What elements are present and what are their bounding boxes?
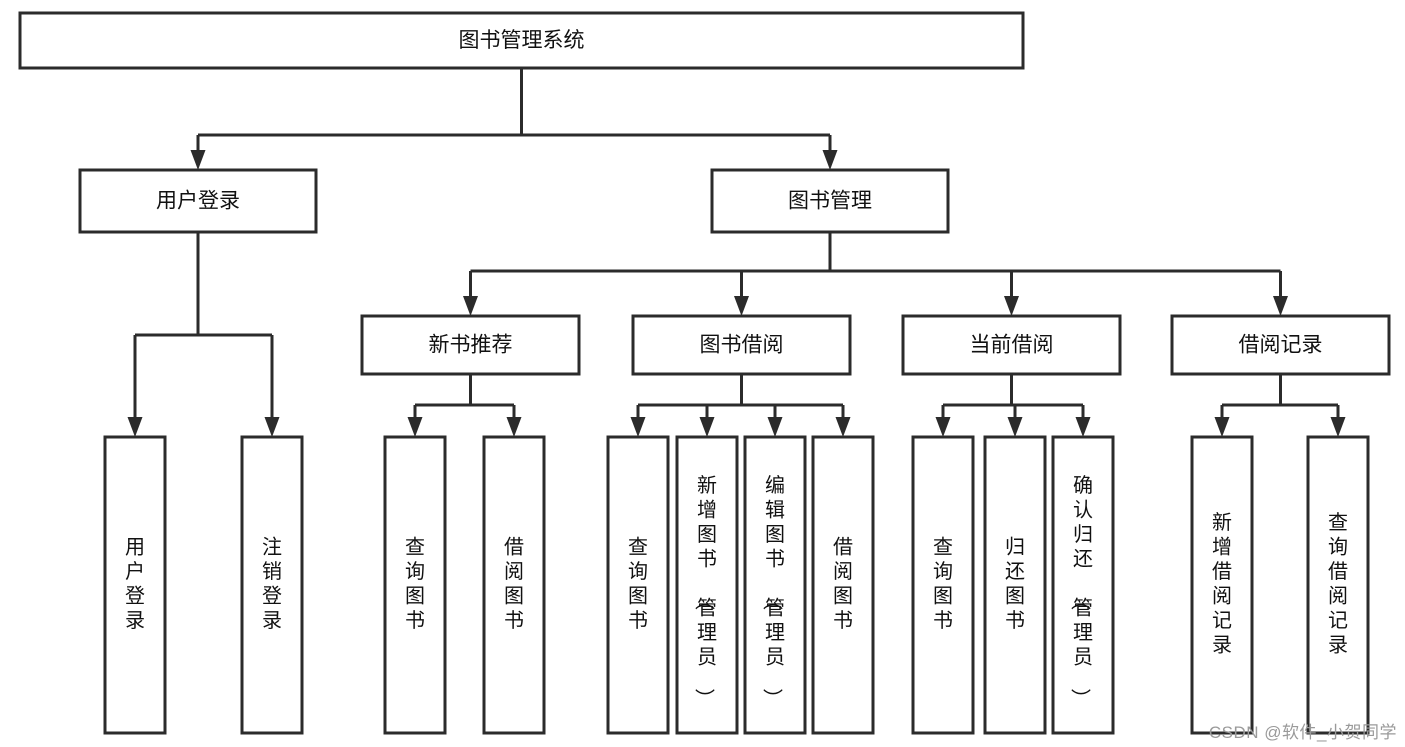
arrow-head-icon xyxy=(822,150,838,170)
node-label: 当前借阅 xyxy=(970,334,1054,357)
arrow-head-icon xyxy=(506,417,522,437)
node-leaf-borrow-add-book[interactable]: 新增图书（管理员） xyxy=(675,435,739,735)
node-user-login[interactable]: 用户登录 xyxy=(78,168,318,234)
node-box xyxy=(383,435,447,735)
node-current-borrow[interactable]: 当前借阅 xyxy=(901,314,1122,376)
node-borrow-record[interactable]: 借阅记录 xyxy=(1170,314,1391,376)
arrow-head-icon xyxy=(1004,296,1019,316)
arrow-head-icon xyxy=(127,417,143,437)
node-root[interactable]: 图书管理系统 xyxy=(18,11,1025,70)
node-label: 新增图书（管理员） xyxy=(692,474,717,708)
node-leaf-borrow-borrow-book[interactable]: 借阅图书 xyxy=(811,435,875,735)
node-label: 查询借阅记录 xyxy=(1328,511,1348,657)
arrow-head-icon xyxy=(407,417,423,437)
node-label: 归还图书 xyxy=(1005,536,1025,633)
arrow-head-icon xyxy=(699,417,715,437)
node-leaf-record-add[interactable]: 新增借阅记录 xyxy=(1190,435,1254,735)
node-label: 借阅图书 xyxy=(504,536,524,633)
node-label: 图书管理系统 xyxy=(459,29,585,52)
node-box xyxy=(1306,435,1370,735)
edge-group-book-manage xyxy=(463,232,1288,316)
node-label: 借阅记录 xyxy=(1239,334,1323,357)
node-book-borrow[interactable]: 图书借阅 xyxy=(631,314,852,376)
edge-group-borrow-record xyxy=(1214,374,1346,437)
node-box xyxy=(360,314,581,376)
node-box xyxy=(983,435,1047,735)
arrow-head-icon xyxy=(734,296,749,316)
arrow-head-icon xyxy=(767,417,783,437)
node-label: 用户登录 xyxy=(125,537,145,633)
node-leaf-borrow-query-book[interactable]: 查询图书 xyxy=(606,435,670,735)
nodes-layer: 图书管理系统用户登录图书管理新书推荐图书借阅当前借阅借阅记录用户登录注销登录查询… xyxy=(18,11,1391,735)
node-new-book-rec[interactable]: 新书推荐 xyxy=(360,314,581,376)
node-label: 查询图书 xyxy=(405,536,425,633)
node-box xyxy=(743,435,807,735)
node-leaf-rec-borrow-book[interactable]: 借阅图书 xyxy=(482,435,546,735)
node-leaf-current-return-book[interactable]: 归还图书 xyxy=(983,435,1047,735)
arrow-head-icon xyxy=(1007,417,1023,437)
edges-layer xyxy=(127,68,1346,437)
node-leaf-user-login[interactable]: 用户登录 xyxy=(103,435,167,735)
arrow-head-icon xyxy=(1330,417,1346,437)
arrow-head-icon xyxy=(1214,417,1230,437)
node-box xyxy=(1170,314,1391,376)
node-box xyxy=(18,11,1025,70)
node-label: 注销登录 xyxy=(262,536,282,633)
node-box xyxy=(901,314,1122,376)
node-box xyxy=(1190,435,1254,735)
node-label: 确认归还（管理员） xyxy=(1068,474,1093,708)
edge-group-new-book-rec xyxy=(407,374,522,437)
node-label: 用户登录 xyxy=(156,190,240,213)
edge-group-root xyxy=(190,68,838,170)
node-leaf-current-query-book[interactable]: 查询图书 xyxy=(911,435,975,735)
node-label: 借阅图书 xyxy=(833,536,853,633)
node-box xyxy=(606,435,670,735)
node-label: 新书推荐 xyxy=(429,334,513,357)
node-box xyxy=(1051,435,1115,735)
arrow-head-icon xyxy=(1273,296,1288,316)
node-label: 查询图书 xyxy=(628,536,648,633)
node-box xyxy=(911,435,975,735)
arrow-head-icon xyxy=(190,150,206,170)
node-label: 新增借阅记录 xyxy=(1212,511,1232,657)
node-leaf-current-confirm-return[interactable]: 确认归还（管理员） xyxy=(1051,435,1115,735)
node-label: 图书借阅 xyxy=(700,334,784,357)
arrow-head-icon xyxy=(264,417,280,437)
arrow-head-icon xyxy=(1075,417,1091,437)
node-label: 图书管理 xyxy=(788,190,872,213)
node-leaf-user-logout[interactable]: 注销登录 xyxy=(240,435,304,735)
arrow-head-icon xyxy=(630,417,646,437)
node-box xyxy=(103,435,167,735)
node-box xyxy=(240,435,304,735)
arrow-head-icon xyxy=(463,296,478,316)
node-book-manage[interactable]: 图书管理 xyxy=(710,168,950,234)
node-leaf-borrow-edit-book[interactable]: 编辑图书（管理员） xyxy=(743,435,807,735)
node-leaf-record-query[interactable]: 查询借阅记录 xyxy=(1306,435,1370,735)
arrow-head-icon xyxy=(835,417,851,437)
edge-group-user-login xyxy=(127,232,280,437)
node-box xyxy=(811,435,875,735)
node-box xyxy=(675,435,739,735)
edge-group-current-borrow xyxy=(935,374,1091,437)
node-box xyxy=(482,435,546,735)
node-box xyxy=(631,314,852,376)
arrow-head-icon xyxy=(935,417,951,437)
node-leaf-rec-query-book[interactable]: 查询图书 xyxy=(383,435,447,735)
node-label: 查询图书 xyxy=(933,536,953,633)
edge-group-book-borrow xyxy=(630,374,851,437)
node-box xyxy=(78,168,318,234)
node-label: 编辑图书（管理员） xyxy=(760,474,785,708)
node-box xyxy=(710,168,950,234)
